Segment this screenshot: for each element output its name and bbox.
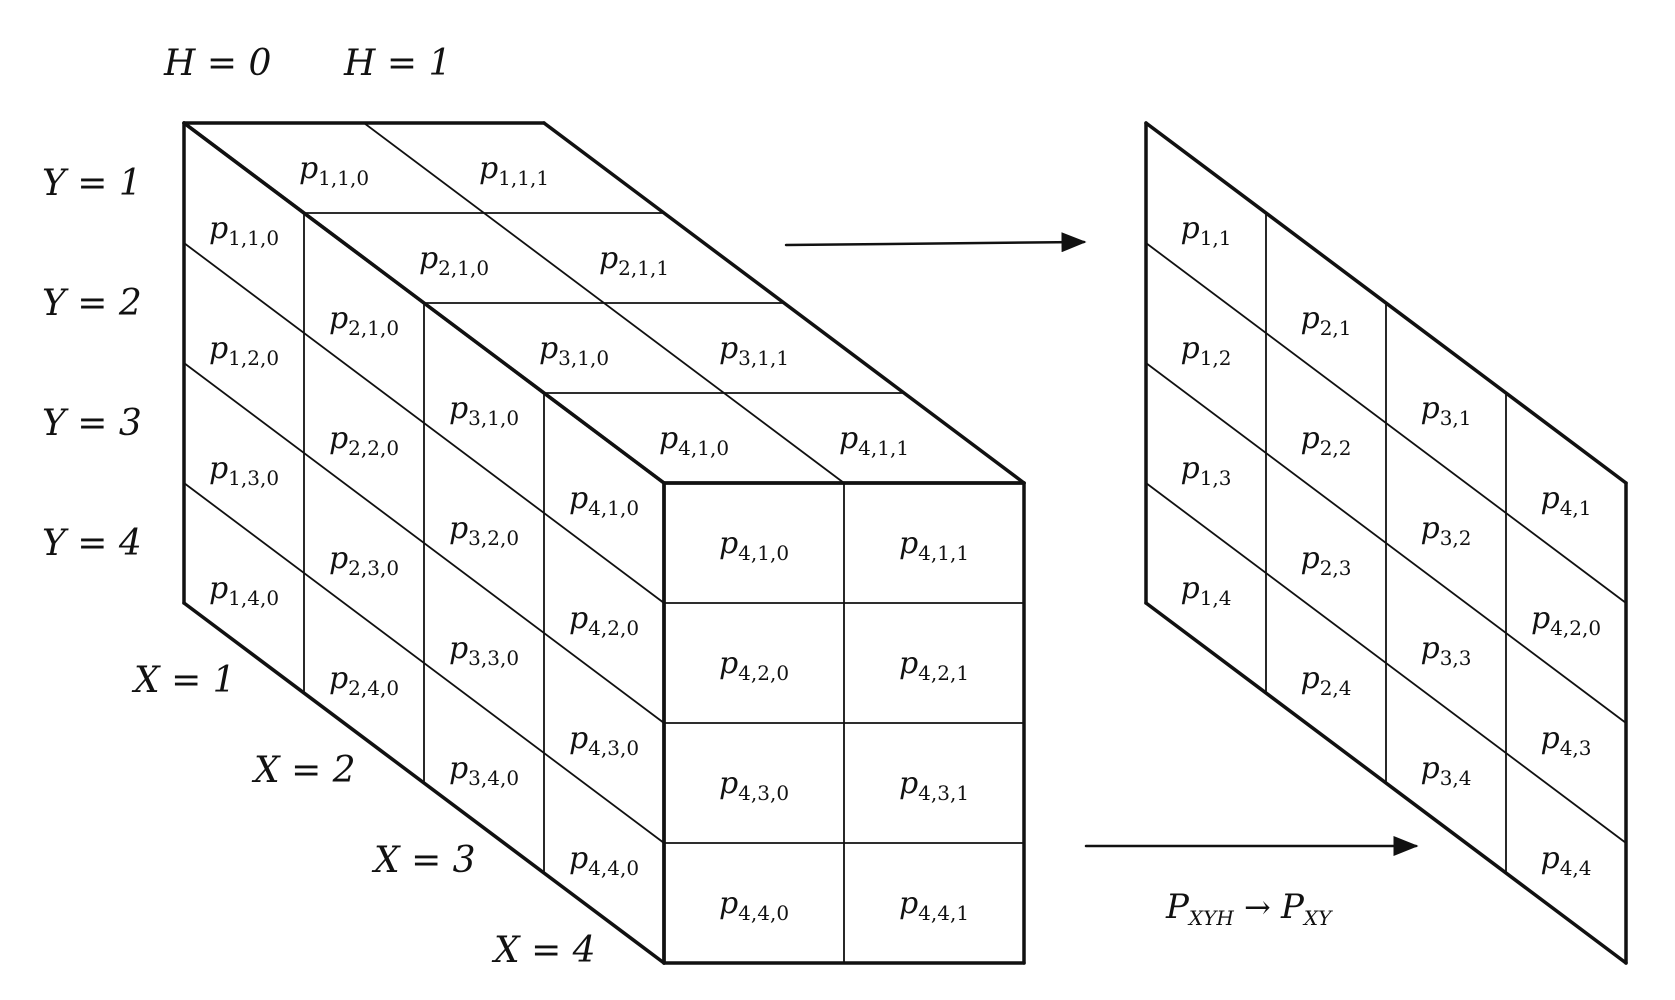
y-axis-label: Y = 4 [42, 523, 142, 564]
cube-top-cell-label: p3,1,0 [539, 331, 609, 370]
plane-cell-label: p3,4 [1420, 751, 1471, 790]
cube-front-cell-label: p4,2,0 [719, 646, 789, 685]
cube-top-cell-label: p4,1,1 [839, 421, 909, 460]
cube-left-cell-label: p4,3,0 [569, 721, 639, 760]
y-axis-label: Y = 3 [42, 403, 142, 444]
cube-top-cell-label: p3,1,1 [719, 331, 789, 370]
plane-cell-label: p1,4 [1180, 571, 1231, 610]
cube-left-cell-label: p1,4,0 [209, 571, 279, 610]
cube-left-cell-label: p1,3,0 [209, 451, 279, 490]
cube-top-cell-label: p2,1,1 [599, 241, 669, 280]
cube-left-cell-label: p4,4,0 [569, 841, 639, 880]
cube-top-cell-label: p4,1,0 [659, 421, 729, 460]
plane-cell-label: p3,2 [1420, 511, 1471, 550]
x-axis-label: X = 2 [251, 750, 356, 791]
plane-cell-label: p2,3 [1300, 541, 1351, 580]
cube-front-cell-label: p4,4,0 [719, 886, 789, 925]
h-axis-label: H = 0 [163, 43, 271, 84]
cube-top-cell-label: p2,1,0 [419, 241, 489, 280]
cube-left-cell-label: p3,2,0 [449, 511, 519, 550]
cube-left-cell-label: p1,1,0 [209, 211, 279, 250]
plane-cell-label: p1,2 [1180, 331, 1231, 370]
cube-left-cell-label: p1,2,0 [209, 331, 279, 370]
y-axis-label: Y = 2 [42, 283, 142, 324]
plane-cell-label: p1,1 [1180, 211, 1231, 250]
cube-left-cell-label: p3,1,0 [449, 391, 519, 430]
cube-left-cell-label: p3,4,0 [449, 751, 519, 790]
cube-left-cell-label: p3,3,0 [449, 631, 519, 670]
plane-cell-label: p2,1 [1300, 301, 1351, 340]
cube-left-cell-label: p4,2,0 [569, 601, 639, 640]
cube-left-cell-label: p2,3,0 [329, 541, 399, 580]
cube-top-cell-label: p1,1,0 [299, 151, 369, 190]
cube-left-cell-label: p2,4,0 [329, 661, 399, 700]
plane-cell-label: p4,1 [1540, 481, 1591, 520]
cube-front-cell-label: p4,3,0 [719, 766, 789, 805]
plane-cell-label: p4,3 [1540, 721, 1591, 760]
cube-top-cell-label: p1,1,1 [479, 151, 549, 190]
cube-front-cell-label: p4,2,1 [899, 646, 969, 685]
plane-cell-label: p1,3 [1180, 451, 1231, 490]
y-axis-label: Y = 1 [42, 163, 142, 204]
x-axis-label: X = 4 [491, 930, 596, 971]
cube-left-cell-label: p2,2,0 [329, 421, 399, 460]
cube-front-cell-label: p4,1,1 [899, 526, 969, 565]
arrow-top [784, 232, 1087, 253]
cube-left-cell-label: p4,1,0 [569, 481, 639, 520]
cube-front-cell-label: p4,1,0 [719, 526, 789, 565]
cube-front-cell-label: p4,3,1 [899, 766, 969, 805]
cube-left-cell-label: p2,1,0 [329, 301, 399, 340]
h-axis-label: H = 1 [343, 43, 451, 84]
plane-cell-label: p3,1 [1420, 391, 1471, 430]
transform-label: PXYH → PXY [1165, 887, 1333, 930]
x-axis-label: X = 1 [131, 660, 236, 701]
x-axis-label: X = 3 [371, 840, 476, 881]
plane-cell-label: p2,2 [1300, 421, 1351, 460]
plane-cell-label: p4,4 [1540, 841, 1591, 880]
plane-cell-label: p4,2,0 [1531, 601, 1601, 640]
cube-front-cell-label: p4,4,1 [899, 886, 969, 925]
plane-cell-label: p2,4 [1300, 661, 1351, 700]
plane-cell-label: p3,3 [1420, 631, 1471, 670]
